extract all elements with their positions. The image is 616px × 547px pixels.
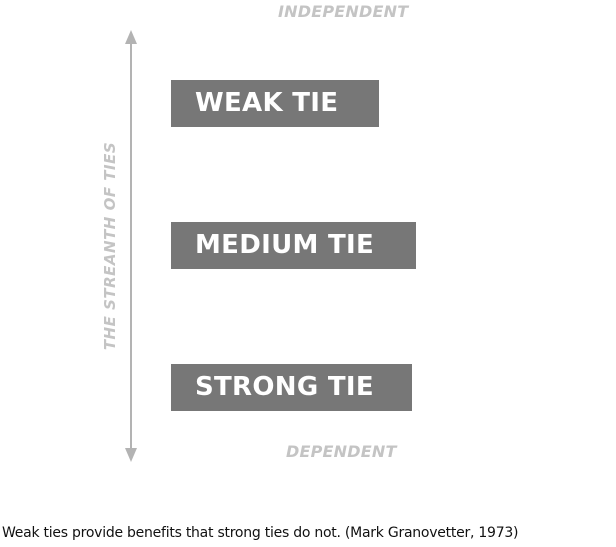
strength-axis-arrow: [125, 30, 137, 462]
arrow-head-up-icon: [125, 30, 137, 44]
caption: Weak ties provide benefits that strong t…: [2, 525, 519, 541]
strong-tie-box: STRONG TIE: [171, 364, 412, 411]
axis-title: THE STREANTH OF TIES: [101, 141, 119, 351]
arrow-head-down-icon: [125, 448, 137, 462]
weak-tie-box: WEAK TIE: [171, 80, 379, 127]
dependent-label: DEPENDENT: [286, 442, 397, 461]
medium-tie-box: MEDIUM TIE: [171, 222, 416, 269]
independent-label: INDEPENDENT: [278, 2, 409, 21]
